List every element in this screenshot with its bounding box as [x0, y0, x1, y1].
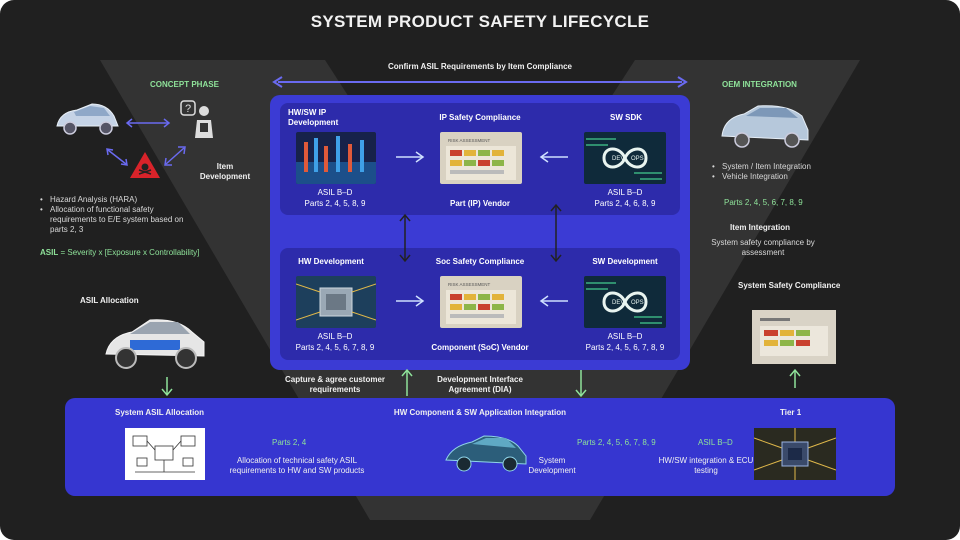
oem-bullets: System / Item Integration Vehicle Integr…	[712, 162, 842, 182]
confirm-asil-label: Confirm ASIL Requirements by Item Compli…	[387, 62, 573, 71]
hwsw-to-ip-arrow	[396, 151, 425, 163]
asil-down-arrow	[161, 377, 173, 397]
oem-bullet-system: System / Item Integration	[712, 162, 842, 172]
engineer-icon: ?	[180, 100, 213, 138]
ecu-testing-desc: HW/SW integration & ECU testing	[658, 456, 754, 475]
hwsw-ip-parts: Parts 2, 4, 5, 8, 9	[304, 199, 366, 208]
ip-risk-assessment-image: RISK ASSESSMENT	[440, 132, 522, 184]
swdev-to-soc-arrow	[539, 295, 568, 307]
sw-dev-devops-image: DEV OPS	[584, 276, 666, 328]
asil-formula-text: = Severity x [Exposure x Controllability…	[58, 248, 200, 257]
hw-chip-image	[296, 276, 376, 328]
sw-development-title: SW Development	[592, 257, 658, 266]
system-development-label: System Development	[528, 456, 576, 475]
svg-text:?: ?	[185, 103, 191, 115]
hw-sw-integration-title: HW Component & SW Application Integratio…	[393, 408, 567, 417]
ip-doc-header: RISK ASSESSMENT	[448, 138, 491, 143]
left-vertical-double-arrow	[399, 213, 411, 263]
item-development-label: Item Development	[199, 162, 251, 181]
soc-risk-assessment-image: RISK ASSESSMENT	[440, 276, 522, 328]
car-worker-arrow	[125, 118, 171, 128]
ip-vendor-label: Part (IP) Vendor	[449, 199, 510, 208]
system-safety-report-image	[752, 310, 836, 364]
dia-label: Development Interface Agreement (DIA)	[437, 375, 523, 394]
hw-development-asil: ASIL B–D	[317, 332, 353, 341]
soc-safety-compliance-title: Soc Safety Compliance	[435, 257, 525, 266]
tier1-title: Tier 1	[780, 408, 802, 417]
worker-hazard-arrow	[164, 146, 186, 166]
oem-integration-label: OEM INTEGRATION	[722, 80, 797, 89]
oem-bullet-vehicle: Vehicle Integration	[712, 172, 842, 182]
integration-car-image	[445, 435, 527, 472]
system-asil-allocation-title: System ASIL Allocation	[115, 408, 205, 417]
sdk-dev-text: DEV	[612, 156, 624, 162]
capture-up-arrow	[401, 368, 413, 396]
concept-bullet-allocation: Allocation of functional safety requirem…	[40, 205, 200, 235]
hwsw-ip-image	[296, 132, 376, 184]
parts-2-4: Parts 2, 4	[272, 438, 307, 447]
confirm-double-arrow	[272, 76, 688, 88]
sw-sdk-title: SW SDK	[610, 113, 642, 122]
sdk-to-ip-arrow	[539, 151, 568, 163]
hwdev-to-soc-arrow	[396, 295, 425, 307]
sw-sdk-parts: Parts 2, 4, 6, 8, 9	[594, 199, 656, 208]
concept-bullets: Hazard Analysis (HARA) Allocation of fun…	[40, 195, 200, 235]
concept-bullet-hara: Hazard Analysis (HARA)	[40, 195, 200, 205]
sw-sdk-asil: ASIL B–D	[607, 188, 643, 197]
integration-asil: ASIL B–D	[698, 438, 733, 447]
car-hazard-arrow	[106, 148, 128, 166]
oem-parts: Parts 2, 4, 5, 6, 7, 8, 9	[724, 198, 803, 207]
tier1-chip-image	[754, 428, 836, 480]
oem-car-icon	[721, 105, 809, 148]
sdk-ops-text: OPS	[631, 156, 644, 162]
sw-development-asil: ASIL B–D	[607, 332, 643, 341]
system-safety-compliance-label: System Safety Compliance	[738, 281, 841, 290]
page-title: SYSTEM PRODUCT SAFETY LIFECYCLE	[310, 12, 650, 31]
item-integration-desc: System safety compliance by assessment	[711, 238, 815, 257]
ip-safety-compliance-title: IP Safety Compliance	[439, 113, 521, 122]
sw-sdk-devops-image: DEV OPS	[584, 132, 666, 184]
hazard-warning-icon	[130, 152, 160, 178]
concept-phase-label: CONCEPT PHASE	[150, 80, 219, 89]
swdev-ops-text: OPS	[631, 300, 644, 306]
swdev-dev-text: DEV	[612, 300, 624, 306]
soc-doc-header: RISK ASSESSMENT	[448, 282, 491, 287]
hwsw-ip-title: HW/SW IP Development	[288, 108, 339, 127]
circuit-schematic-image	[125, 428, 205, 480]
chassis-car-icon	[105, 319, 205, 369]
capture-requirements-label: Capture & agree customer requirements	[284, 375, 386, 394]
hw-development-parts: Parts 2, 4, 5, 6, 7, 8, 9	[295, 343, 375, 352]
soc-vendor-label: Component (SoC) Vendor	[431, 343, 529, 352]
hwsw-ip-asil: ASIL B–D	[317, 188, 353, 197]
item-integration-label: Item Integration	[730, 223, 791, 232]
integration-parts: Parts 2, 4, 5, 6, 7, 8, 9	[577, 438, 656, 447]
asil-formula: ASIL = Severity x [Exposure x Controllab…	[40, 248, 240, 258]
hw-development-title: HW Development	[298, 257, 364, 266]
allocation-desc: Allocation of technical safety ASIL requ…	[229, 456, 365, 475]
concept-car-icon	[56, 103, 119, 135]
asil-key: ASIL	[40, 248, 59, 257]
right-vertical-double-arrow	[550, 203, 562, 263]
sw-development-parts: Parts 2, 4, 5, 6, 7, 8, 9	[585, 343, 665, 352]
asil-allocation-label: ASIL Allocation	[80, 296, 139, 305]
dia-down-arrow	[575, 370, 587, 398]
ssc-up-arrow	[789, 368, 801, 388]
